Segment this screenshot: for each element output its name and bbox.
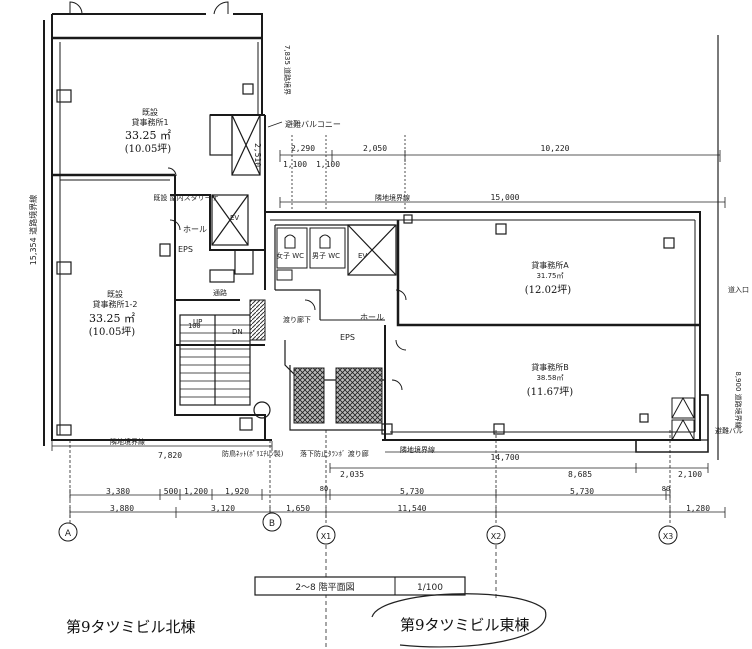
wc-female-label: 女子 WC — [276, 251, 304, 260]
dim-80b: 80 — [662, 485, 670, 493]
dim-2050: 2,050 — [363, 144, 387, 153]
bridge-pad-left — [293, 367, 325, 424]
dim-2290: 2,290 — [291, 144, 315, 153]
dim-5730a: 5,730 — [400, 487, 424, 496]
dim-14700: 14,700 — [491, 453, 520, 462]
column-markers — [56, 83, 675, 436]
top-dim-lines — [279, 35, 726, 460]
ev-east-label: EV — [358, 252, 367, 260]
right-boundary-label: 8,900 道路境界線 — [734, 371, 743, 428]
handwritten-area-north-top: 33.25 ㎡ — [125, 129, 171, 142]
office-b-handwritten: (11.67坪) — [527, 385, 574, 398]
evac-balcony-right-label: 避難バル — [715, 426, 743, 435]
grid-label-x1: X1 — [321, 532, 332, 541]
dim-10220: 10,220 — [541, 144, 570, 153]
dim-8685: 8,685 — [568, 470, 592, 479]
east-shafts — [671, 396, 695, 441]
road-entrance-label: 道入口 — [728, 285, 749, 294]
dim-15000: 15,000 — [491, 193, 520, 202]
handwritten-tsubo-north-top: (10.05坪) — [125, 142, 172, 155]
new-stair — [179, 299, 271, 419]
grid-label-b: B — [269, 519, 275, 529]
left-boundary-label: 15,354 道路境界線 — [28, 195, 38, 266]
dim-2100: 2,100 — [678, 470, 702, 479]
dim-3120: 3,120 — [211, 504, 235, 513]
room-label-north-top-2: 貸事務所1 — [131, 117, 168, 127]
bottom-dim-lines — [51, 430, 726, 649]
plan-title: 2～8 階平面図 — [295, 582, 354, 593]
dim-2035: 2,035 — [340, 470, 364, 479]
plan-scale: 1/100 — [417, 583, 443, 593]
dim-11540: 11,540 — [398, 504, 427, 513]
wc-male-label: 男子 WC — [312, 252, 340, 260]
grid-bubbles — [58, 512, 678, 545]
east-building — [265, 211, 709, 453]
restrooms — [276, 227, 346, 281]
dim-2510: 2,510 — [253, 143, 262, 167]
dim-1100b: 1,100 — [316, 160, 340, 169]
title-box — [254, 576, 466, 596]
boundary-south2-label: 隣地境界線 — [400, 445, 435, 454]
dim-100: 100 — [188, 322, 201, 330]
handwritten-tsubo-north-bottom: (10.05坪) — [89, 325, 136, 338]
boundary-north-label: 隣地境界線 — [375, 193, 410, 202]
hall-east-label: ホール — [360, 313, 384, 322]
room-label-north-bottom-2: 貸事務所1-2 — [92, 299, 137, 309]
stair-dn-label: DN — [232, 328, 243, 336]
balcony-label: 避難バルコニー — [285, 119, 341, 129]
dim-80a: 80 — [320, 485, 328, 493]
bridge-pad-right — [335, 367, 383, 424]
handwritten-east-building: 第9タツミビル東棟 — [400, 616, 530, 634]
eps-north-label: EPS — [178, 245, 193, 254]
handwritten-circle — [371, 593, 547, 648]
dim-1650: 1,650 — [286, 504, 310, 513]
office-b-name: 貸事務所B — [531, 362, 569, 372]
office-a-name: 貸事務所A — [531, 260, 569, 270]
handwritten-north-building: 第9タツミビル北棟 — [66, 618, 196, 636]
dim-5730b: 5,730 — [570, 487, 594, 496]
dim-7820: 7,820 — [158, 451, 182, 460]
ev-north-label: EV — [230, 214, 239, 222]
room-label-north-bottom-1: 既設 — [107, 289, 123, 299]
dim-3880: 3,880 — [110, 504, 134, 513]
top-right-boundary-label: 7,835 道路境界 — [283, 45, 292, 95]
boundary-south-label: 隣地境界線 — [110, 437, 145, 446]
eps-east-label: EPS — [340, 333, 355, 342]
small-stair-label: 渡り廊下 — [283, 315, 311, 324]
fall-prevent-label: 落下防止ﾀﾗﾝﾎﾞ 渡り廊 — [300, 449, 369, 458]
door-swings — [69, 1, 407, 391]
office-a-area: 31.75㎡ — [536, 272, 563, 280]
dim-1920: 1,920 — [225, 487, 249, 496]
dim-3380: 3,380 — [106, 487, 130, 496]
dim-500: 500 — [164, 487, 179, 496]
existing-stair-label: 既設 屋内スタリーケ — [153, 193, 218, 202]
dim-1200: 1,200 — [184, 487, 208, 496]
corridor-label: 通路 — [213, 288, 227, 297]
fence-label: 防鳥ﾈｯﾄ(ﾎﾟﾘｴﾁﾚﾝ製) — [222, 449, 284, 458]
room-label-north-top-1: 既設 — [142, 107, 158, 117]
stair-up-label: UP — [193, 318, 202, 326]
grid-label-x3: X3 — [663, 532, 674, 541]
dim-1100a: 1,100 — [283, 160, 307, 169]
grid-label-a: A — [65, 529, 72, 539]
grid-label-x2: X2 — [491, 532, 502, 541]
office-a-handwritten: (12.02坪) — [525, 283, 572, 296]
dim-1280: 1,280 — [686, 504, 710, 513]
north-shafts — [209, 114, 261, 283]
ev-east — [347, 224, 397, 276]
handwritten-area-north-bottom: 33.25 ㎡ — [89, 312, 135, 325]
office-b-area: 38.58㎡ — [536, 374, 563, 382]
hall-north-label: ホール — [183, 225, 207, 234]
